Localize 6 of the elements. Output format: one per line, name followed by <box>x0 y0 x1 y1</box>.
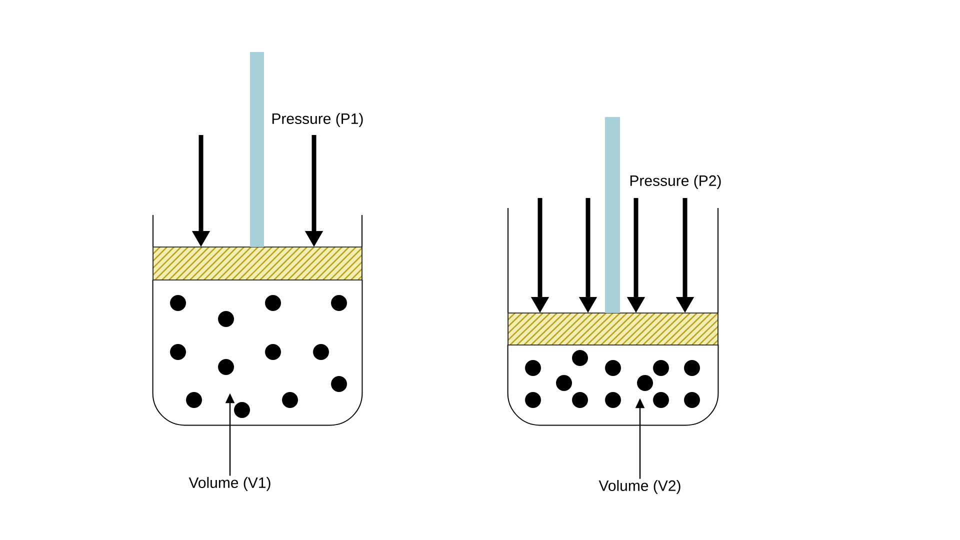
pressure-label: Pressure (P2) <box>630 175 721 189</box>
pressure-label: Pressure (P1) <box>272 113 363 127</box>
gas-chamber-drawing <box>152 279 363 426</box>
volume-label: Volume (V1) <box>188 477 270 491</box>
gas-chamber-drawing <box>507 344 719 426</box>
volume-label: Volume (V2) <box>598 480 680 494</box>
